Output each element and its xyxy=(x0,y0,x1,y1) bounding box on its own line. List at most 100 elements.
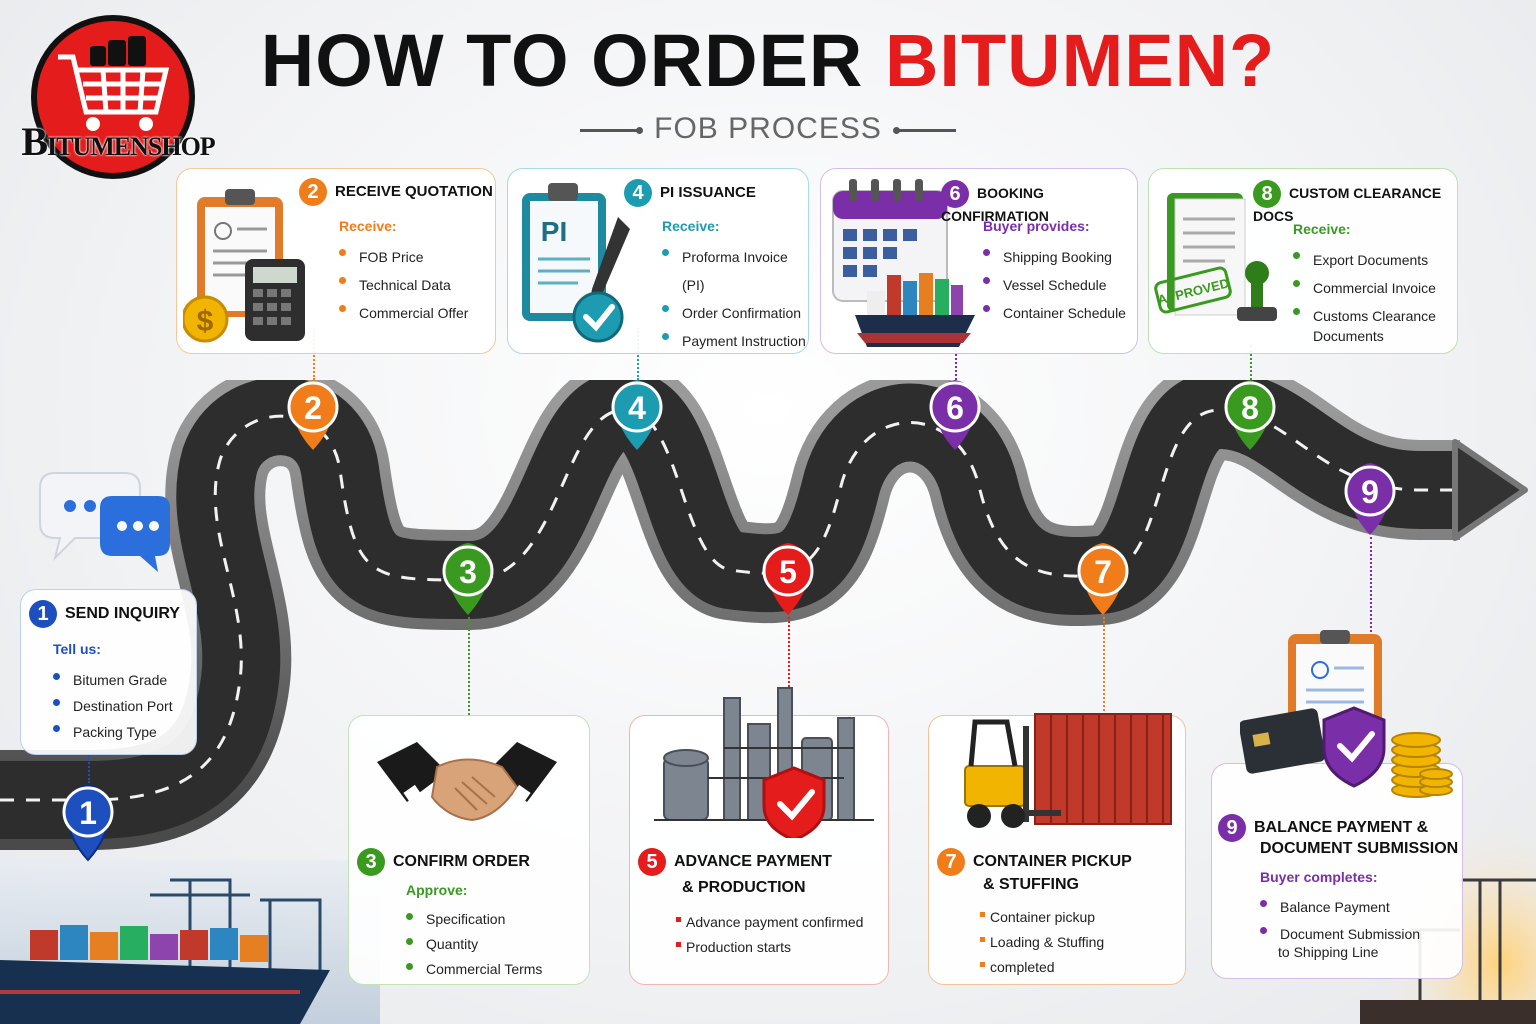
svg-text:7: 7 xyxy=(1094,554,1112,590)
connector-4 xyxy=(637,328,639,380)
pin-9: 9 xyxy=(1344,463,1396,535)
svg-text:2: 2 xyxy=(304,390,322,426)
step-7-title-line1: CONTAINER PICKUP xyxy=(973,853,1132,871)
list-item: Production starts xyxy=(676,935,863,960)
step-9-list-continuation: to Shipping Line xyxy=(1278,944,1379,960)
bitumenshop-logo xyxy=(31,15,195,179)
port-scenery-left xyxy=(0,860,380,1024)
step-2-label: Receive: xyxy=(339,218,397,234)
list-item: Commercial Terms xyxy=(406,957,542,982)
step-2-list: FOB Price Technical Data Commercial Offe… xyxy=(339,243,468,327)
connector-9 xyxy=(1370,537,1372,640)
list-item: Bitumen Grade xyxy=(53,667,173,693)
step-8-list: Export Documents Commercial Invoice Cust… xyxy=(1293,246,1436,330)
svg-text:$: $ xyxy=(197,305,214,338)
connector-7 xyxy=(1103,617,1105,715)
list-item: Commercial Offer xyxy=(339,299,468,327)
connector-3 xyxy=(468,617,470,715)
list-item: Loading & Stuffing xyxy=(980,930,1104,955)
list-item: Vessel Schedule xyxy=(983,271,1126,299)
svg-text:9: 9 xyxy=(1361,474,1379,510)
svg-text:3: 3 xyxy=(459,554,477,590)
payment-shield-coins-icon xyxy=(1240,630,1453,798)
list-item: Payment Instruction xyxy=(662,327,808,355)
step-3-list: Specification Quantity Commercial Terms xyxy=(406,907,542,982)
step-1-list: Bitumen Grade Destination Port Packing T… xyxy=(53,667,173,745)
pin-2: 2 xyxy=(287,380,339,450)
list-item: Container pickup xyxy=(980,905,1104,930)
pin-6: 6 xyxy=(929,380,981,450)
customs-approved-stamp-icon: APPROVED xyxy=(1154,193,1277,321)
step-7-list: Container pickup Loading & Stuffing comp… xyxy=(980,905,1104,980)
step-1-title: SEND INQUIRY xyxy=(65,605,180,623)
list-item: Container Schedule xyxy=(983,299,1126,327)
step-9-title-line1: BALANCE PAYMENT & xyxy=(1254,819,1429,837)
calendar-ship-icon xyxy=(832,179,975,347)
step-5-title-line1: ADVANCE PAYMENT xyxy=(674,853,832,871)
handshake-icon xyxy=(377,742,557,822)
chat-bubbles-icon xyxy=(39,472,170,572)
list-item: Destination Port xyxy=(53,693,173,719)
quotation-clipboard-icon: $ xyxy=(183,189,305,343)
list-item: Proforma Invoice (PI) xyxy=(662,243,808,299)
title-part-red: BITUMEN? xyxy=(884,19,1276,102)
list-item: Specification xyxy=(406,907,542,932)
svg-text:4: 4 xyxy=(628,390,646,426)
pin-3: 3 xyxy=(442,543,494,615)
list-item: FOB Price xyxy=(339,243,468,271)
step-3-title: CONFIRM ORDER xyxy=(393,853,530,871)
step-8-label: Receive: xyxy=(1293,221,1351,237)
connector-6 xyxy=(955,330,957,380)
step-9-title-line2: DOCUMENT SUBMISSION xyxy=(1260,840,1459,857)
pin-5: 5 xyxy=(762,543,814,615)
step-9-label: Buyer completes: xyxy=(1260,869,1378,885)
pin-7: 7 xyxy=(1077,543,1129,615)
list-item: Balance Payment xyxy=(1260,894,1420,921)
list-item: Quantity xyxy=(406,932,542,957)
step-6-label: Buyer provides: xyxy=(983,218,1090,234)
logo-wordmark: BITUMENSHOP xyxy=(21,119,215,164)
list-item: Customs Clearance xyxy=(1293,302,1436,330)
step-7-title-line2: & STUFFING xyxy=(983,876,1079,893)
step-3-label: Approve: xyxy=(406,882,468,898)
list-item: Commercial Invoice xyxy=(1293,274,1436,302)
svg-text:PI: PI xyxy=(541,216,567,247)
winding-road xyxy=(0,380,1528,850)
svg-text:1: 1 xyxy=(79,795,97,831)
list-item: Advance payment confirmed xyxy=(676,910,863,935)
svg-text:8: 8 xyxy=(1241,390,1259,426)
connector-5 xyxy=(788,617,790,715)
step-5-list: Advance payment confirmed Production sta… xyxy=(676,910,863,960)
list-item: Order Confirmation xyxy=(662,299,808,327)
list-item: Technical Data xyxy=(339,271,468,299)
refinery-shield-icon xyxy=(654,687,874,838)
pin-8: 8 xyxy=(1224,380,1276,450)
step-8-title: CUSTOM CLEARANCE DOCS xyxy=(1253,185,1442,224)
forklift-container-icon xyxy=(964,713,1172,828)
page-title: HOW TO ORDER BITUMEN? xyxy=(0,18,1536,103)
connector-2 xyxy=(313,328,315,380)
list-item: completed xyxy=(980,955,1104,980)
step-6-title: BOOKING CONFIRMATION xyxy=(941,185,1049,224)
list-item: Export Documents xyxy=(1293,246,1436,274)
title-part-dark: HOW TO ORDER xyxy=(260,19,864,102)
step-1-label: Tell us: xyxy=(53,641,101,657)
step-5-title-line2: & PRODUCTION xyxy=(682,879,806,896)
pi-document-icon: PI xyxy=(522,183,630,343)
step-4-title: PI ISSUANCE xyxy=(660,184,756,202)
step-4-label: Receive: xyxy=(662,218,720,234)
list-item: Packing Type xyxy=(53,719,173,745)
step-2-title: RECEIVE QUOTATION xyxy=(335,183,493,201)
connector-8 xyxy=(1250,345,1252,380)
pin-1: 1 xyxy=(62,783,114,862)
